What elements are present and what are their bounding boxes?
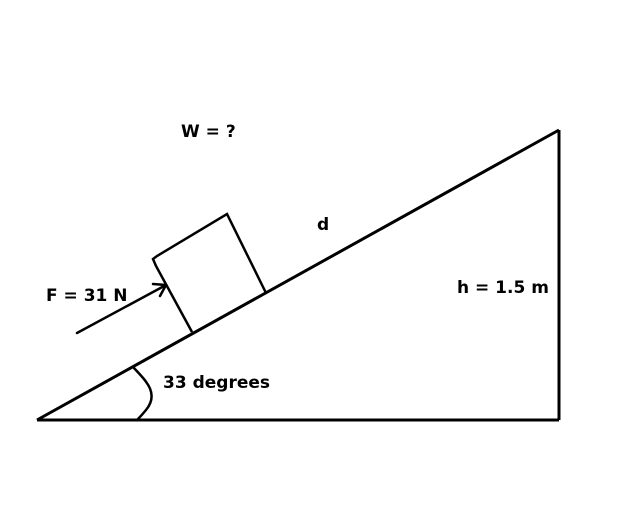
incline-hypotenuse (36, 128, 560, 422)
block (151, 212, 268, 333)
force-label: F = 31 N (46, 286, 128, 306)
angle-arc (132, 366, 153, 421)
incline-triangle (36, 128, 561, 422)
angle-label: 33 degrees (163, 373, 270, 393)
force-arrow (75, 282, 168, 335)
force-arrow-head-upper (151, 282, 168, 287)
work-label: W = ? (181, 122, 236, 142)
force-arrow-head-lower (158, 283, 168, 298)
distance-label: d (317, 215, 329, 235)
height-label: h = 1.5 m (457, 278, 549, 298)
force-arrow-shaft (75, 283, 168, 335)
